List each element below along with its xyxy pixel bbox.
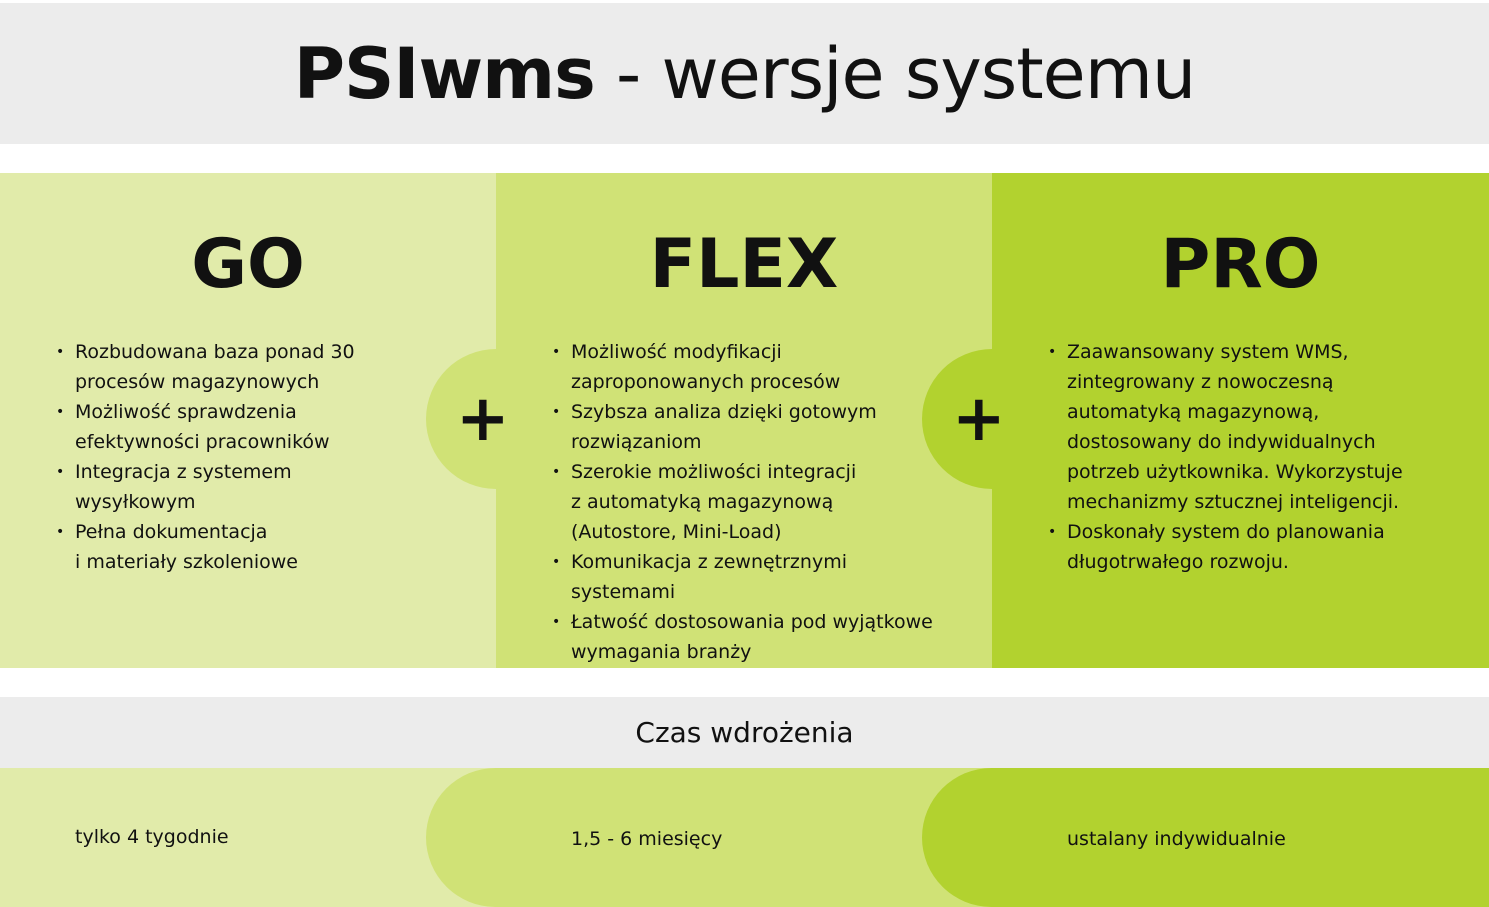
brand-name: PSIwms <box>293 32 596 115</box>
version-title-pro: PRO <box>1160 225 1321 304</box>
feature-item: Doskonały system do planowaniadługotrwał… <box>1048 517 1449 577</box>
deployment-time-flex: 1,5 - 6 miesięcy <box>571 828 723 850</box>
feature-list-pro: Zaawansowany system WMS,zintegrowany z n… <box>1048 337 1449 577</box>
deployment-time-heading: Czas wdrożenia <box>0 697 1489 768</box>
feature-item: Komunikacja z zewnętrznymi systemami <box>552 547 952 607</box>
version-column-flex: FLEX Możliwość modyfikacjizaproponowanyc… <box>496 173 992 668</box>
version-title-go: GO <box>191 225 305 304</box>
deployment-time-pro: ustalany indywidualnie <box>1067 828 1286 850</box>
feature-item: Zaawansowany system WMS,zintegrowany z n… <box>1048 337 1449 517</box>
deployment-time-go: tylko 4 tygodnie <box>75 826 229 848</box>
deployment-cell-pro: ustalany indywidualnie <box>922 768 1489 907</box>
page-header: PSIwms - wersje systemu <box>0 3 1489 144</box>
version-title-flex: FLEX <box>649 225 839 304</box>
feature-item: Szybsza analiza dzięki gotowymrozwiązani… <box>552 397 952 457</box>
version-column-pro: PRO Zaawansowany system WMS,zintegrowany… <box>992 173 1489 668</box>
feature-item: Łatwość dostosowania pod wyjątkowewymaga… <box>552 607 952 667</box>
deployment-cell-go: tylko 4 tygodnie <box>0 768 496 907</box>
title-subtitle: - wersje systemu <box>594 32 1196 115</box>
page-title: PSIwms - wersje systemu <box>294 39 1197 109</box>
deployment-cell-flex: 1,5 - 6 miesięcy <box>426 768 992 907</box>
